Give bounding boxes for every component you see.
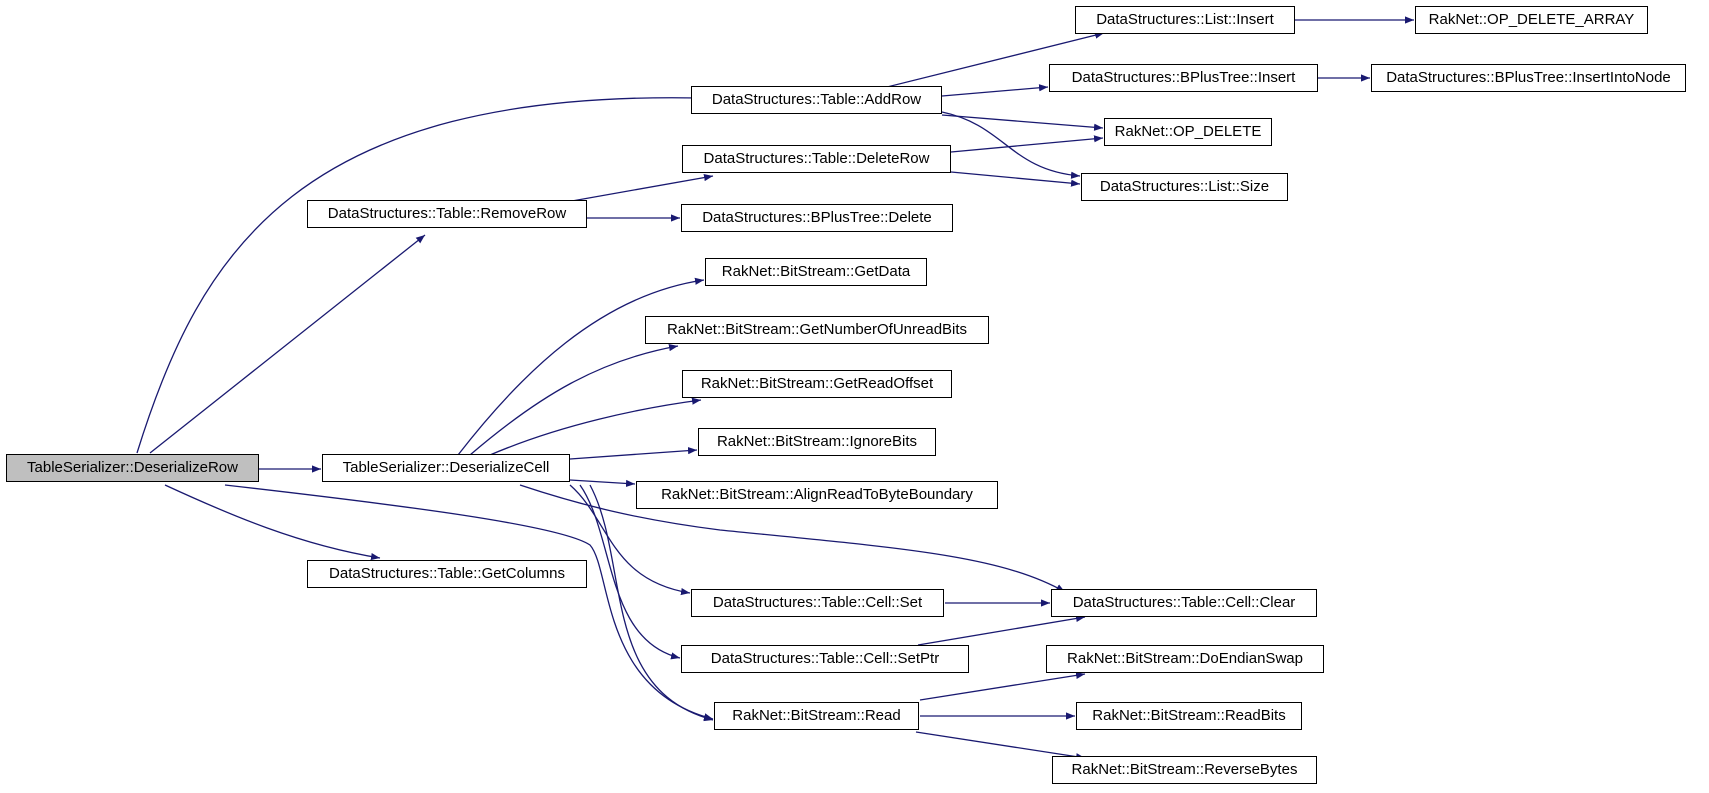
edge-deserialize-cell-to-cell-setptr [579, 484, 681, 660]
edge-deserialize-row-to-table-getcolumns [164, 484, 381, 561]
edge-table-addrow-to-bplustree-insert [941, 84, 1049, 97]
node-bitstream-readbits[interactable]: RakNet::BitStream::ReadBits [1076, 702, 1302, 730]
node-deserialize-row[interactable]: TableSerializer::DeserializeRow [6, 454, 259, 482]
edge-deserialize-cell-to-bitstream-getdata [457, 277, 705, 456]
node-list-size[interactable]: DataStructures::List::Size [1081, 173, 1288, 201]
edge-bitstream-read-to-bitstream-doendianswap [919, 671, 1086, 701]
node-list-insert[interactable]: DataStructures::List::Insert [1075, 6, 1295, 34]
node-op-delete-array[interactable]: RakNet::OP_DELETE_ARRAY [1415, 6, 1648, 34]
node-bitstream-doendianswap[interactable]: RakNet::BitStream::DoEndianSwap [1046, 645, 1324, 673]
node-bplustree-delete[interactable]: DataStructures::BPlusTree::Delete [681, 204, 953, 232]
edge-cell-setptr-to-cell-clear [917, 614, 1086, 646]
node-cell-set[interactable]: DataStructures::Table::Cell::Set [691, 589, 944, 617]
node-bitstream-reversebytes[interactable]: RakNet::BitStream::ReverseBytes [1052, 756, 1317, 784]
edge-deserialize-row-to-table-removerow [149, 234, 426, 454]
node-table-deleterow[interactable]: DataStructures::Table::DeleteRow [682, 145, 951, 173]
edge-deserialize-cell-to-bitstream-ignorebits [569, 447, 698, 460]
edge-deserialize-cell-to-bitstream-getnumberofunreadbits [469, 344, 679, 456]
edge-table-addrow-to-op-delete [941, 114, 1104, 131]
edge-table-deleterow-to-op-delete [950, 135, 1104, 153]
node-bitstream-read[interactable]: RakNet::BitStream::Read [714, 702, 919, 730]
node-bitstream-getreadoffset[interactable]: RakNet::BitStream::GetReadOffset [682, 370, 952, 398]
node-bitstream-getnumberofunreadbits[interactable]: RakNet::BitStream::GetNumberOfUnreadBits [645, 316, 989, 344]
node-bplustree-insertintonode[interactable]: DataStructures::BPlusTree::InsertIntoNod… [1371, 64, 1686, 92]
node-table-addrow[interactable]: DataStructures::Table::AddRow [691, 86, 942, 114]
edge-deserialize-cell-to-bitstream-alignreadtobyteboundary [569, 479, 636, 488]
node-bitstream-ignorebits[interactable]: RakNet::BitStream::IgnoreBits [698, 428, 936, 456]
edge-deserialize-cell-to-bitstream-getreadoffset [489, 397, 702, 456]
edge-deserialize-row-to-table-addrow [136, 94, 701, 454]
node-table-getcolumns[interactable]: DataStructures::Table::GetColumns [307, 560, 587, 588]
node-bplustree-insert[interactable]: DataStructures::BPlusTree::Insert [1049, 64, 1318, 92]
edge-deserialize-cell-to-cell-set [569, 484, 691, 596]
node-table-removerow[interactable]: DataStructures::Table::RemoveRow [307, 200, 587, 228]
node-cell-clear[interactable]: DataStructures::Table::Cell::Clear [1051, 589, 1317, 617]
edge-bitstream-read-to-bitstream-reversebytes [915, 731, 1086, 761]
edge-deserialize-row-to-bitstream-read [224, 484, 714, 721]
node-op-delete[interactable]: RakNet::OP_DELETE [1104, 118, 1272, 146]
edge-table-deleterow-to-list-size [950, 171, 1081, 187]
edges-layer [136, 16, 1414, 761]
edge-table-removerow-to-table-deleterow [554, 174, 714, 205]
edge-deserialize-cell-to-bitstream-read [589, 484, 714, 722]
node-bitstream-getdata[interactable]: RakNet::BitStream::GetData [705, 258, 927, 286]
edge-table-addrow-to-list-size [941, 111, 1081, 179]
edge-table-addrow-to-list-insert [874, 31, 1105, 91]
node-cell-setptr[interactable]: DataStructures::Table::Cell::SetPtr [681, 645, 969, 673]
node-bitstream-alignreadtobyteboundary[interactable]: RakNet::BitStream::AlignReadToByteBounda… [636, 481, 998, 509]
node-deserialize-cell[interactable]: TableSerializer::DeserializeCell [322, 454, 570, 482]
edge-deserialize-cell-to-cell-clear [519, 484, 1066, 593]
